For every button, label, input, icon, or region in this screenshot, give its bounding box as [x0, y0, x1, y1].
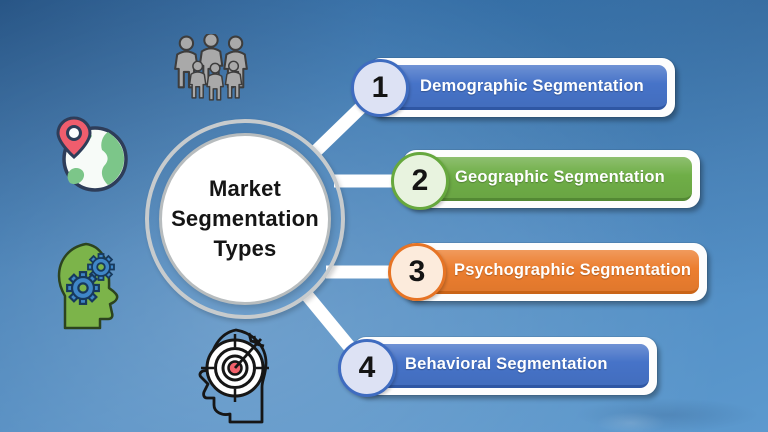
segment-item-behavioral: Behavioral Segmentation 4: [338, 337, 657, 397]
segment-label: Geographic Segmentation: [455, 168, 665, 186]
people-group-icon: [174, 34, 248, 101]
segment-number-badge: 4: [338, 339, 396, 397]
segment-item-geographic: Geographic Segmentation 2: [391, 150, 700, 210]
diagram-title: Market Segmentation Types: [171, 174, 319, 264]
segment-number: 4: [358, 351, 376, 384]
segment-bar: Geographic Segmentation: [411, 157, 692, 201]
title-line-1: Market: [208, 176, 282, 201]
center-circle: Market Segmentation Types: [159, 133, 331, 305]
segment-label: Behavioral Segmentation: [405, 355, 608, 373]
segment-number-badge: 2: [391, 152, 449, 210]
segment-bar: Demographic Segmentation: [376, 65, 667, 110]
segment-number-badge: 3: [388, 243, 446, 301]
segment-number-badge: 1: [351, 59, 409, 117]
segment-number: 2: [411, 164, 429, 197]
segment-bar: Behavioral Segmentation: [361, 344, 649, 388]
segment-item-demographic: Demographic Segmentation 1: [351, 58, 675, 117]
center-outer-ring: [145, 119, 345, 319]
head-target-icon: [198, 328, 269, 424]
head-gears-icon: [57, 242, 119, 330]
segment-number: 3: [408, 255, 426, 288]
segment-label: Psychographic Segmentation: [454, 261, 692, 279]
segment-bar: Psychographic Segmentation: [410, 250, 699, 294]
title-line-2: Segmentation: [171, 206, 319, 231]
globe-location-icon: [56, 116, 128, 192]
segment-item-psychographic: Psychographic Segmentation 3: [388, 243, 707, 301]
segment-number: 1: [371, 71, 389, 104]
title-line-3: Types: [213, 236, 277, 261]
segment-label: Demographic Segmentation: [420, 76, 644, 95]
